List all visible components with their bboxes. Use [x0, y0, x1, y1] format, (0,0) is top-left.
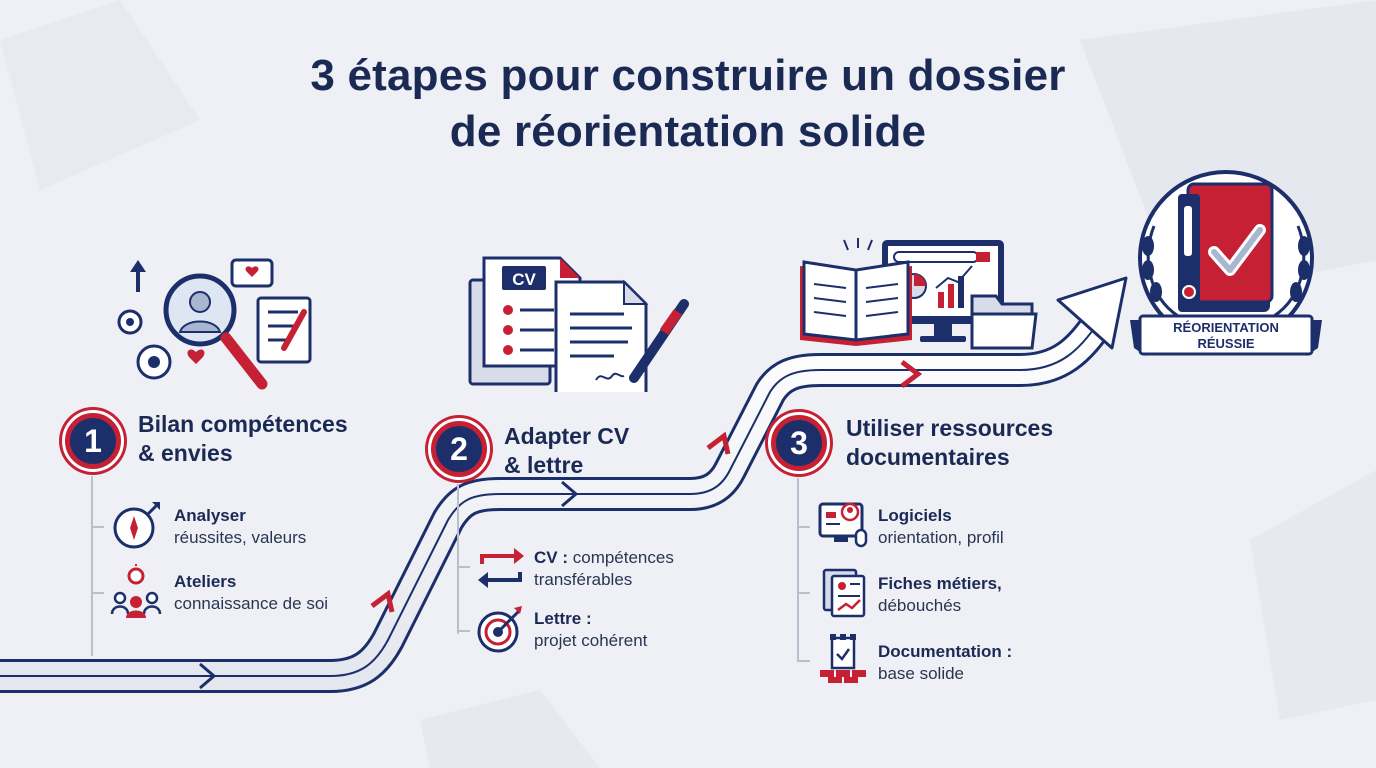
compass-icon — [113, 502, 160, 549]
step-3-title-line-1: Utiliser ressources — [846, 415, 1054, 441]
step-3-branch — [798, 592, 810, 594]
step-2-branch — [458, 566, 470, 568]
book-computer-folder-icon — [800, 238, 1038, 350]
step-2-branch — [458, 630, 470, 632]
group-lightbulb-icon — [110, 564, 162, 618]
step-2-title-line-2: & lettre — [504, 452, 584, 478]
step-2-item-1-inline-desc: compétences — [572, 548, 674, 567]
step-3-item-1-desc: orientation, profil — [878, 528, 1004, 547]
step-1-item-2-desc: connaissance de soi — [174, 594, 329, 613]
page-title: 3 étapes pour construire un dossier de r… — [0, 48, 1376, 160]
chevron-marker — [370, 589, 395, 613]
step-2-item-2-desc: projet cohérent — [534, 631, 648, 650]
tower-foundation-icon — [820, 634, 866, 683]
step-3-connector — [797, 478, 799, 662]
self-assessment-magnifier-icon — [117, 258, 312, 390]
title-line-2: de réorientation solide — [449, 107, 927, 156]
step-3-item-3-desc: base solide — [878, 664, 965, 683]
cv-documents-pen-icon: CV — [468, 256, 689, 392]
step-1-number-badge: 1 — [62, 410, 124, 472]
cv-label: CV — [512, 270, 536, 289]
badge-line-1: RÉORIENTATION — [1173, 320, 1279, 335]
step-1-title-line-2: & envies — [138, 440, 233, 466]
road-arrowhead — [1056, 276, 1128, 350]
step-3-branch — [798, 660, 810, 662]
step-2-number-badge: 2 — [428, 418, 490, 480]
job-sheets-icon — [822, 568, 866, 618]
step-2-title: Adapter CV & lettre — [504, 422, 629, 480]
step-3-number: 3 — [776, 420, 822, 466]
step-3-item-1-title: Logiciels — [878, 506, 952, 525]
title-line-1: 3 étapes pour construire un dossier — [310, 51, 1066, 100]
success-badge: RÉORIENTATION RÉUSSIE — [1130, 170, 1322, 356]
step-2-number: 2 — [436, 426, 482, 472]
step-1-item-2-title: Ateliers — [174, 572, 237, 591]
step-2-item-1-label: CV : — [534, 548, 568, 567]
step-2-item-1-desc: transférables — [534, 570, 633, 589]
step-1-branch — [92, 526, 104, 528]
road-center-line — [0, 319, 1101, 677]
step-3-item-2-desc: débouchés — [878, 596, 962, 615]
step-1-item-1-title: Analyser — [174, 506, 246, 525]
step-2-title-line-1: Adapter CV — [504, 423, 630, 449]
chevron-marker — [561, 480, 579, 508]
step-1-connector — [91, 476, 93, 656]
step-3-branch — [798, 526, 810, 528]
step-3-title-line-2: documentaires — [846, 444, 1010, 470]
binder-checkmark-icon — [1178, 182, 1274, 312]
step-3-title: Utiliser ressources documentaires — [846, 414, 1053, 472]
chevron-marker — [199, 662, 217, 690]
step-1-title-line-1: Bilan compétences — [138, 411, 348, 437]
step-2-connector — [457, 484, 459, 634]
chevron-marker — [900, 360, 923, 388]
step-1-number: 1 — [70, 418, 116, 464]
step-3-number-badge: 3 — [768, 412, 830, 474]
step-1-item-1-desc: réussites, valeurs — [174, 528, 307, 547]
software-screen-icon — [818, 502, 868, 548]
step-3-item-2-title: Fiches métiers, — [878, 574, 1002, 593]
chevron-marker — [706, 431, 731, 455]
step-2-item-1-title: CV : compétences — [534, 547, 674, 569]
step-3-item-3-title: Documentation : — [878, 642, 1013, 661]
step-1-title: Bilan compétences & envies — [138, 410, 348, 468]
step-1-branch — [92, 592, 104, 594]
badge-line-2: RÉUSSIE — [1197, 336, 1254, 351]
transfer-arrows-icon — [478, 548, 524, 588]
step-2-item-2-title: Lettre : — [534, 609, 592, 628]
target-icon — [477, 606, 522, 653]
